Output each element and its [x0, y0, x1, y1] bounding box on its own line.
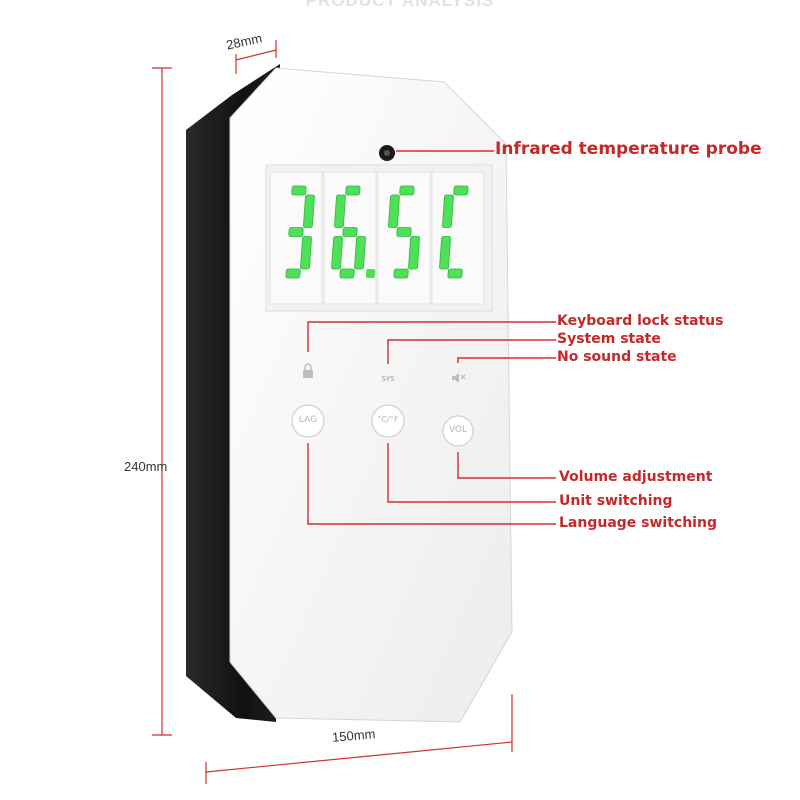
language-button[interactable]: LAG: [298, 415, 318, 425]
digit-segment: [354, 236, 366, 270]
display-digit: [331, 185, 376, 279]
callout-lines: [307, 150, 556, 525]
digit-segment: [399, 185, 415, 196]
digit-segment: [331, 236, 343, 270]
display-digit: [439, 185, 469, 279]
dimension-lines: [152, 40, 513, 784]
display-digit: [388, 185, 420, 279]
callout-no-sound: No sound state: [557, 349, 677, 365]
digit-segment: [439, 236, 451, 270]
lock-icon: [303, 363, 313, 378]
digit-segment: [453, 185, 469, 196]
height-dimension: 240mm: [124, 459, 168, 474]
seven-segment-digits: [285, 185, 469, 279]
digit-segment: [342, 227, 358, 237]
digit-segment: [345, 185, 361, 196]
callout-system-state: System state: [557, 331, 661, 347]
digit-segment: [447, 268, 463, 279]
lag-button-ring: [291, 404, 325, 438]
digit-segment: [408, 236, 420, 270]
digit-segment: [339, 268, 355, 279]
callout-language-switching: Language switching: [559, 515, 717, 531]
callout-probe: Infrared temperature probe: [495, 139, 762, 159]
digit-segment: [303, 194, 315, 228]
callout-keyboard-lock: Keyboard lock status: [557, 313, 724, 329]
callout-unit-switching: Unit switching: [559, 493, 673, 509]
digit-segment: [291, 185, 307, 196]
digit-segment: [334, 194, 346, 228]
unit-button[interactable]: °C/°F: [377, 415, 399, 424]
callout-volume-adjustment: Volume adjustment: [559, 469, 713, 485]
display-digit: [285, 185, 315, 279]
decimal-point: [365, 269, 376, 278]
mute-icon: [452, 373, 466, 383]
volume-button[interactable]: VOL: [448, 425, 468, 435]
digit-segment: [388, 194, 400, 228]
vol-button-ring: [442, 415, 474, 447]
digit-segment: [396, 227, 412, 237]
digit-segment: [285, 268, 301, 279]
digit-segment: [288, 227, 304, 237]
digit-segment: [393, 268, 409, 279]
digit-segment: [300, 236, 312, 270]
sys-indicator: SYS: [381, 375, 395, 383]
unit-button-ring: [371, 404, 405, 438]
digit-segment: [442, 194, 454, 228]
page-header: PRODUCT ANALYSIS: [305, 0, 495, 10]
